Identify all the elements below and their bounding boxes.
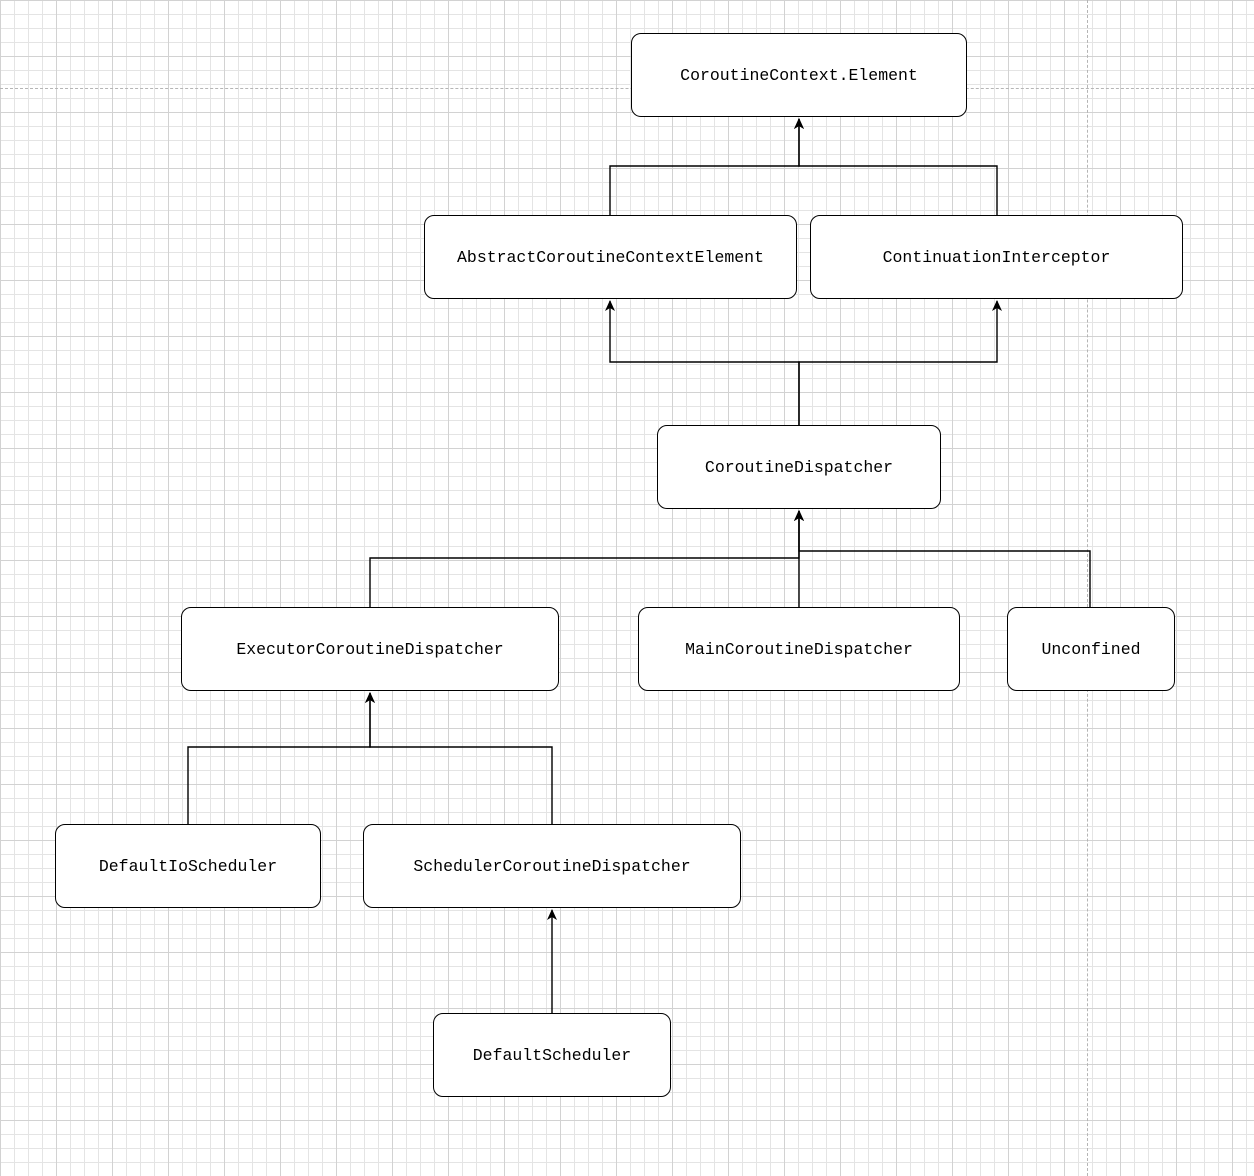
node-default-io-scheduler[interactable]: DefaultIoScheduler bbox=[55, 824, 321, 908]
page-break-vertical bbox=[1087, 0, 1088, 1176]
node-label: AbstractCoroutineContextElement bbox=[457, 247, 764, 267]
node-coroutine-dispatcher[interactable]: CoroutineDispatcher bbox=[657, 425, 941, 509]
node-label: ExecutorCoroutineDispatcher bbox=[236, 639, 504, 659]
edge-dispatcher-to-abstract bbox=[605, 300, 800, 425]
node-executor-coroutine-dispatcher[interactable]: ExecutorCoroutineDispatcher bbox=[181, 607, 559, 691]
node-label: ContinuationInterceptor bbox=[882, 247, 1111, 267]
edge-abstract-to-element bbox=[609, 118, 804, 215]
edge-scheduler-to-executor bbox=[365, 692, 553, 824]
edge-dispatcher-to-interceptor bbox=[798, 300, 1002, 425]
node-abstract-coroutine-context-element[interactable]: AbstractCoroutineContextElement bbox=[424, 215, 797, 299]
node-label: MainCoroutineDispatcher bbox=[685, 639, 913, 659]
node-continuation-interceptor[interactable]: ContinuationInterceptor bbox=[810, 215, 1183, 299]
node-label: DefaultScheduler bbox=[472, 1045, 632, 1065]
node-main-coroutine-dispatcher[interactable]: MainCoroutineDispatcher bbox=[638, 607, 960, 691]
edge-interceptor-to-element bbox=[794, 118, 998, 215]
node-default-scheduler[interactable]: DefaultScheduler bbox=[433, 1013, 671, 1097]
edge-unconfined-to-dispatcher bbox=[794, 510, 1091, 607]
edge-defaultio-to-executor bbox=[187, 692, 375, 824]
node-label: DefaultIoScheduler bbox=[98, 856, 278, 876]
node-label: CoroutineContext.Element bbox=[680, 65, 918, 85]
node-unconfined[interactable]: Unconfined bbox=[1007, 607, 1175, 691]
edge-executor-to-dispatcher bbox=[369, 510, 804, 607]
node-label: CoroutineDispatcher bbox=[704, 457, 894, 477]
node-coroutine-context-element[interactable]: CoroutineContext.Element bbox=[631, 33, 967, 117]
node-label: SchedulerCoroutineDispatcher bbox=[413, 856, 691, 876]
node-label: Unconfined bbox=[1041, 639, 1141, 659]
node-scheduler-coroutine-dispatcher[interactable]: SchedulerCoroutineDispatcher bbox=[363, 824, 741, 908]
page-break-horizontal bbox=[0, 88, 1254, 89]
